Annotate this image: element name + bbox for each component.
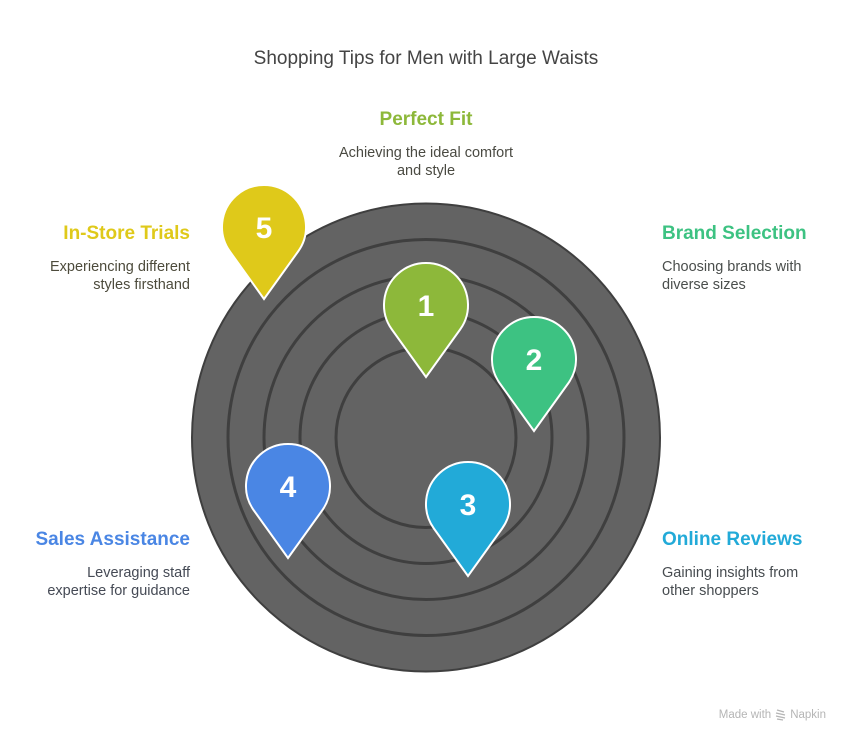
tip-4-heading: Sales Assistance	[35, 529, 190, 550]
pin-1: 1	[383, 262, 469, 379]
tip-5-desc-line-1: Experiencing different	[50, 259, 190, 275]
pin-2: 2	[491, 316, 577, 433]
tip-3-desc-line-2: other shoppers	[662, 583, 759, 599]
tip-4-desc-line-1: Leveraging staff	[87, 565, 190, 581]
made-with-label: Made with	[718, 709, 772, 721]
map-pin-5-icon	[221, 184, 307, 301]
tip-5-desc-line-2: styles firsthand	[93, 277, 190, 293]
tip-4-description: Leveraging staff expertise for guidance	[47, 564, 190, 600]
tip-1-heading: Perfect Fit	[379, 109, 473, 130]
tip-3-description: Gaining insights from other shoppers	[662, 564, 798, 600]
map-pin-2-icon	[491, 316, 577, 433]
napkin-logo-icon	[776, 709, 786, 721]
pin-5: 5	[221, 184, 307, 301]
tip-3-desc-line-1: Gaining insights from	[662, 565, 799, 581]
tip-4-desc-line-2: expertise for guidance	[47, 583, 190, 599]
diagram-title: Shopping Tips for Men with Large Waists	[253, 48, 599, 69]
tip-1-desc-line-1: Achieving the ideal comfort	[338, 145, 514, 161]
map-pin-3-icon	[425, 461, 511, 578]
pin-2-number: 2	[526, 344, 543, 377]
tip-5-description: Experiencing different styles firsthand	[50, 258, 190, 294]
pin-4-number: 4	[280, 471, 297, 504]
tip-2-desc-line-1: Choosing brands with	[662, 259, 802, 275]
tip-2-description: Choosing brands with diverse sizes	[662, 258, 801, 294]
tip-2-heading: Brand Selection	[662, 223, 807, 244]
pin-3-number: 3	[460, 489, 477, 522]
pin-3: 3	[425, 461, 511, 578]
pin-5-number: 5	[256, 212, 273, 245]
tip-1-description: Achieving the ideal comfort and style	[296, 144, 556, 180]
tip-2-desc-line-2: diverse sizes	[662, 277, 746, 293]
pin-1-number: 1	[418, 290, 435, 323]
footer-attribution: Made with Napkin	[719, 709, 826, 721]
napkin-brand-label: Napkin	[790, 709, 826, 721]
tip-5-heading: In-Store Trials	[63, 223, 190, 244]
tip-1-desc-line-2: and style	[396, 163, 456, 179]
map-pin-1-icon	[383, 262, 469, 379]
tip-3-heading: Online Reviews	[662, 529, 803, 550]
pin-4: 4	[245, 443, 331, 560]
map-pin-4-icon	[245, 443, 331, 560]
